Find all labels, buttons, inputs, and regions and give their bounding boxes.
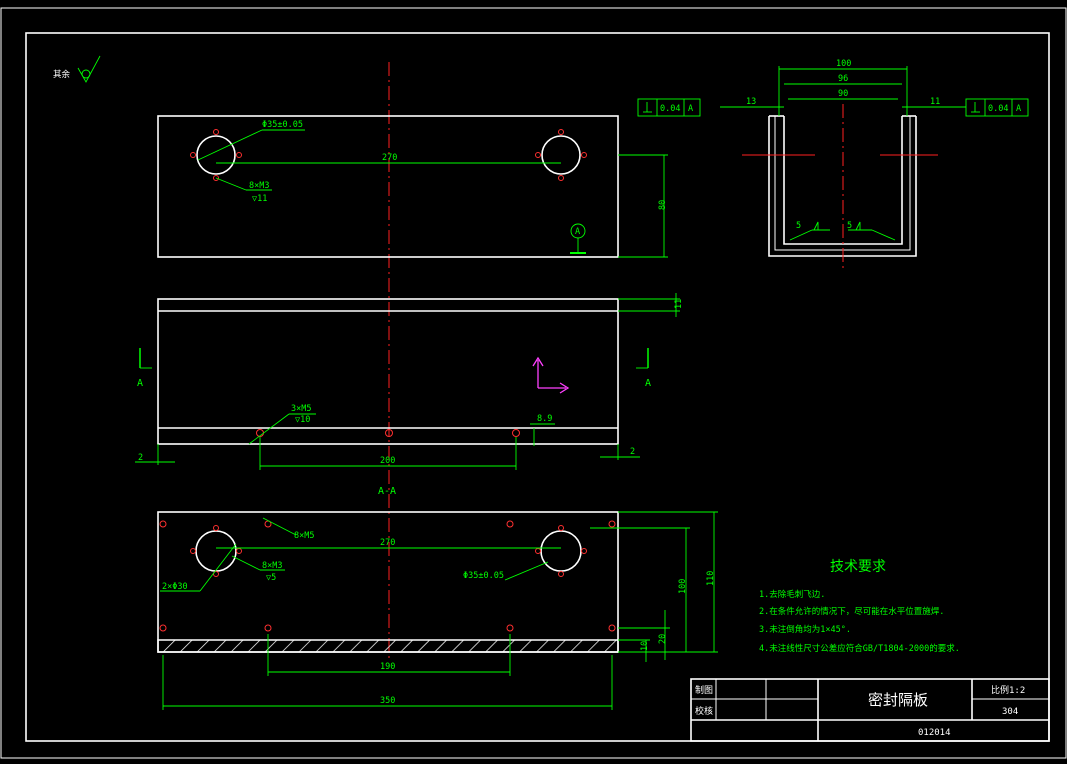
section-hatch — [157, 639, 619, 653]
top-center-distance: 270 — [382, 153, 397, 163]
sheet-inner-frame — [25, 32, 1050, 742]
side-dim-100: 100 — [836, 59, 851, 69]
section-mark-left: A — [137, 378, 143, 389]
tol-left-value: 0.04 — [660, 104, 680, 114]
perpendicularity-right: 0.04 A — [965, 98, 1029, 117]
side-dim-90: 90 — [838, 89, 848, 99]
side-view: 100 96 90 13 11 0.04 A 0.04 A 5 — [637, 59, 1029, 268]
side-dim-13: 13 — [746, 97, 756, 107]
tech-item-4: 4.未注线性尺寸公差应符合GB/T1804-2000的要求. — [759, 643, 960, 654]
top-thread-callout: 8×M3 — [249, 181, 269, 191]
weld-symbol-right: 5 — [847, 221, 896, 241]
front-edge-dim: 8.9 — [537, 414, 552, 424]
front-hole-spacing: 200 — [380, 456, 395, 466]
section-dim-10: 10 — [640, 641, 650, 651]
top-thread-dots — [190, 129, 587, 181]
top-thread-depth: ▽11 — [252, 194, 267, 204]
tech-requirements: 技术要求 1.去除毛刺飞边. 2.在条件允许的情况下，尽可能在水平位置施焊. 3… — [759, 559, 960, 654]
front-thread-holes — [256, 429, 520, 437]
section-inner-depth: ▽5 — [266, 573, 276, 583]
tech-item-1: 1.去除毛刺飞边. — [759, 589, 825, 600]
front-offset-right: 2 — [630, 447, 635, 457]
section-mark-right: A — [645, 378, 651, 389]
side-inner-wall — [783, 116, 903, 245]
drawn-label: 制图 — [695, 684, 713, 696]
section-inner-thread: 8×M3 — [262, 561, 282, 571]
front-thread-leader — [248, 413, 290, 445]
section-arrow-right: A — [636, 348, 651, 389]
section-dim-20: 20 — [658, 634, 668, 644]
section-overall-length: 350 — [380, 696, 395, 706]
section-outer-thread: 8×M5 — [294, 531, 314, 541]
drawing-title: 密封隔板 — [868, 691, 928, 709]
front-view-outline — [157, 298, 619, 445]
section-counterbore: 2×Φ30 — [162, 582, 188, 592]
ucs-axis-icon — [532, 356, 570, 394]
roughness-note: 其余 — [53, 55, 101, 83]
section-hole-spacing: 190 — [380, 662, 395, 672]
roughness-text: 其余 — [53, 69, 71, 80]
front-thickness-dim: 11 — [674, 299, 684, 309]
tol-left-datum: A — [688, 104, 693, 114]
weld-symbol-left: 5 — [789, 221, 830, 241]
roughness-circle-icon — [81, 69, 91, 79]
weld-right-size: 5 — [847, 221, 852, 231]
top-hole-left — [196, 135, 236, 175]
section-arrow-left: A — [137, 348, 152, 389]
front-offset-left: 2 — [138, 453, 143, 463]
side-dim-96: 96 — [838, 74, 848, 84]
datum-a-symbol: A — [570, 223, 586, 254]
top-hole-callout: Φ35±0.05 — [262, 120, 303, 130]
section-label: A-A — [378, 486, 396, 497]
section-dim-100: 100 — [678, 579, 688, 594]
sheet-outer-frame — [0, 7, 1067, 759]
tech-heading: 技术要求 — [830, 559, 886, 575]
side-dim-11: 11 — [930, 97, 940, 107]
weld-left-size: 5 — [796, 221, 801, 231]
section-outer-thread-leader — [262, 517, 297, 536]
roughness-symbol-icon — [77, 55, 101, 83]
section-thread-dots — [159, 520, 616, 632]
top-hole-right — [541, 135, 581, 175]
front-thread-callout: 3×M5 — [291, 404, 311, 414]
scale-label: 比例1:2 — [991, 684, 1025, 696]
section-center-distance: 270 — [380, 538, 395, 548]
front-view: 11 3×M5 ▽10 200 8.9 2 2 A A — [135, 293, 684, 497]
title-block-outline — [690, 678, 1050, 742]
section-dim-110: 110 — [706, 571, 716, 586]
front-thread-depth: ▽10 — [295, 415, 310, 425]
section-hole-right — [540, 530, 582, 572]
material-label: 304 — [1002, 707, 1018, 717]
drawing-number: 012014 — [918, 728, 951, 738]
top-view: 270 Φ35±0.05 8×M3 ▽11 80 A — [157, 115, 668, 258]
datum-a-label: A — [575, 227, 580, 237]
perpendicularity-left: 0.04 A — [637, 98, 701, 117]
checked-label: 校核 — [695, 705, 713, 717]
section-view: 8×M5 270 8×M3 ▽5 2×Φ30 Φ35±0.05 190 350 … — [157, 511, 718, 710]
top-view-outline — [157, 115, 619, 258]
section-view-outline — [157, 511, 619, 653]
section-hole-callout: Φ35±0.05 — [463, 571, 504, 581]
top-thread-leader — [215, 177, 247, 191]
tech-item-2: 2.在条件允许的情况下，尽可能在水平位置施焊. — [759, 606, 944, 617]
tol-right-value: 0.04 — [988, 104, 1008, 114]
title-block: 制图 校核 密封隔板 比例1:2 304 012014 — [690, 678, 1050, 742]
tech-item-3: 3.未注倒角均为1×45°. — [759, 624, 851, 635]
section-hole-left — [195, 530, 237, 572]
tol-right-datum: A — [1016, 104, 1021, 114]
top-height-dim: 80 — [658, 200, 668, 210]
top-hole-leader — [197, 129, 263, 161]
